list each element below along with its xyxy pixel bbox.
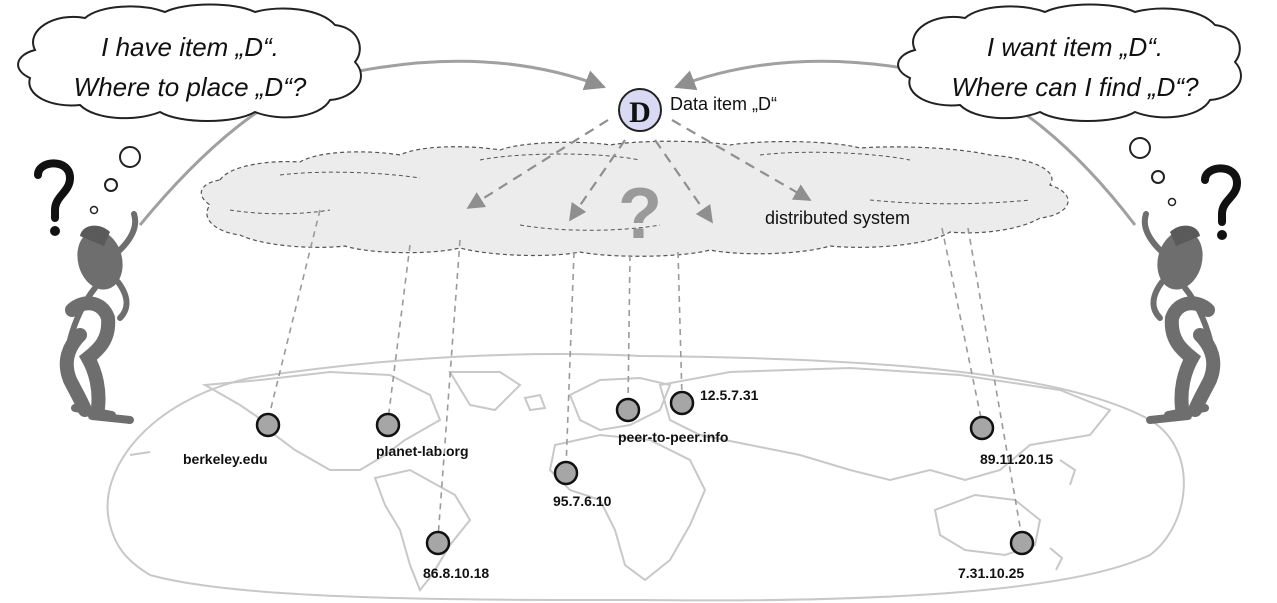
node-label: 7.31.10.25 [958,565,1024,581]
node-label: 95.7.6.10 [553,493,612,509]
node-95-7-6-10: 95.7.6.10 [553,460,612,509]
world-map [106,353,1185,602]
node-label: 89.11.20.15 [980,451,1053,467]
data-item-label: Data item „D“ [670,94,777,114]
node-89-11-20-15: 89.11.20.15 [969,415,1053,467]
node-12-5-7-31: 12.5.7.31 [669,387,759,416]
distributed-system-cloud [200,140,1069,257]
cloud-question-mark: ? [618,174,662,254]
left-thought-line1: I have item „D“. [101,32,279,62]
system-label: distributed system [765,208,910,228]
right-thought-bubble: I want item „D“. Where can I find „D“? [897,3,1242,207]
right-thought-line2: Where can I find „D“? [951,72,1199,102]
node-berkeley: berkeley.edu [183,412,281,467]
left-person-figure [34,159,139,424]
left-thought-bubble: I have item „D“. Where to place „D“? [17,3,362,215]
data-item: D Data item „D“ [618,88,777,132]
right-thought-line1: I want item „D“. [987,32,1163,62]
data-item-letter: D [629,96,651,129]
node-label: berkeley.edu [183,451,268,467]
node-peer-to-peer: peer-to-peer.info [615,397,728,445]
left-thought-line2: Where to place „D“? [74,72,307,102]
node-86-8-10-18: 86.8.10.18 [423,530,489,581]
node-label: 12.5.7.31 [700,387,759,403]
placement-arrows [466,119,812,224]
node-7-31-10-25: 7.31.10.25 [958,530,1035,581]
node-label: planet-lab.org [376,443,469,459]
node-label: peer-to-peer.info [618,429,728,445]
node-links [267,209,1023,539]
node-planet-lab: planet-lab.org [375,412,469,459]
right-person-figure [1141,164,1242,424]
node-label: 86.8.10.18 [423,565,489,581]
